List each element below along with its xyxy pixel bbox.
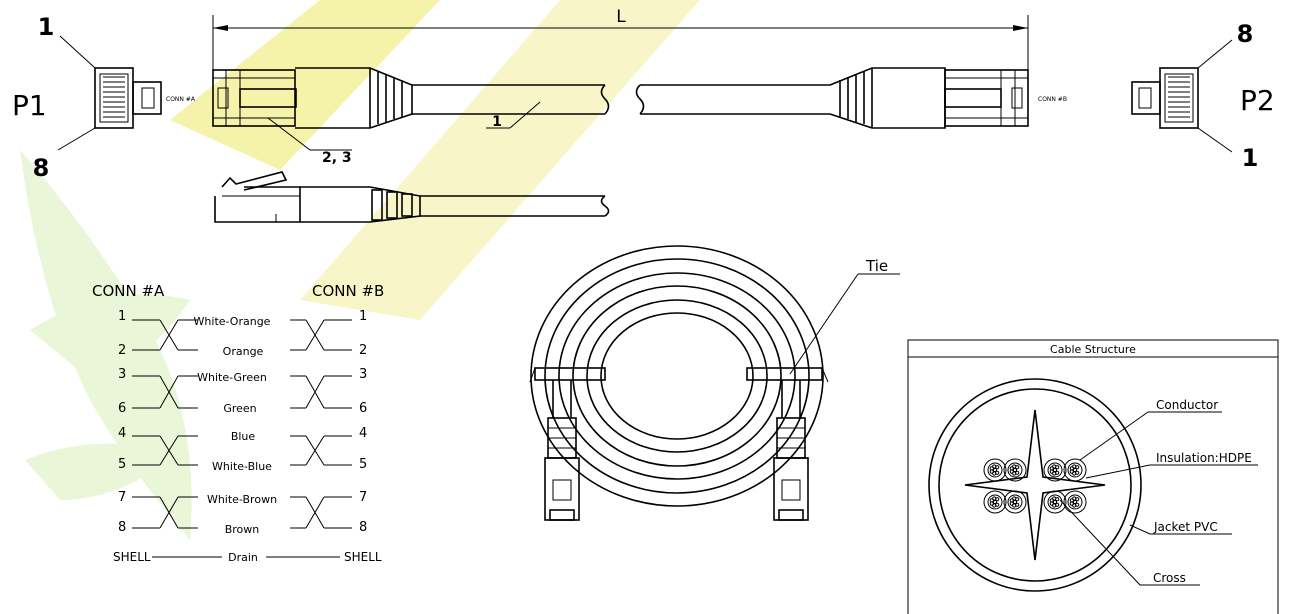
conductor-strand — [995, 465, 1000, 470]
p1-pin-top: 1 — [38, 13, 55, 41]
conductor-strand — [1015, 497, 1020, 502]
insulated-conductor — [1043, 490, 1067, 514]
insulated-conductor — [1003, 458, 1027, 482]
wire-line — [305, 496, 325, 529]
wire-right-pin: 8 — [359, 520, 367, 535]
p2-conn-label: CONN #B — [1038, 96, 1067, 103]
wire-left-pin: 8 — [118, 520, 126, 535]
insulated-conductor — [983, 490, 1007, 514]
conductor-label: Conductor — [1156, 398, 1218, 412]
conductor-core — [1047, 462, 1063, 478]
coiled-cable — [529, 245, 900, 521]
p1-connector-face — [57, 35, 162, 151]
wire-left-pin: 3 — [118, 367, 126, 382]
drain-label: Drain — [228, 551, 258, 564]
conductor-core — [987, 462, 1003, 478]
tie-label: Tie — [865, 257, 888, 275]
wire-right-pin: 1 — [359, 309, 367, 324]
watermark — [20, 0, 700, 540]
callout-plug — [267, 117, 352, 151]
shell-left-label: SHELL — [113, 550, 151, 564]
structure-title: Cable Structure — [1050, 343, 1136, 356]
main-cable-assembly — [212, 67, 1029, 129]
wire-right-pin: 4 — [359, 426, 367, 441]
wire-color-label: Brown — [225, 523, 260, 536]
wire-color-label: White-Green — [197, 371, 267, 384]
callout-cable — [486, 101, 541, 129]
wire-right-pin: 7 — [359, 490, 367, 505]
conductor-strand — [1055, 497, 1060, 502]
p1-conn-label: CONN #A — [166, 96, 196, 103]
wire-color-label: White-Blue — [212, 460, 272, 473]
conductor-core — [1067, 462, 1083, 478]
wire-line — [159, 435, 179, 466]
wire-line — [159, 375, 179, 409]
wire-color-label: Orange — [223, 345, 264, 358]
jacket-label: Jacket PVC — [1153, 520, 1218, 534]
wire-line — [159, 496, 179, 529]
plug-callout-number: 2, 3 — [322, 150, 352, 166]
conductor-core — [1007, 494, 1023, 510]
insulated-conductor — [1063, 490, 1087, 514]
shell-right-label: SHELL — [344, 550, 382, 564]
insulated-conductor — [1063, 458, 1087, 482]
conductor-strand — [1055, 465, 1060, 470]
wire-line — [305, 319, 325, 351]
conductor-core — [1007, 462, 1023, 478]
dimension-line: L — [212, 7, 1029, 72]
p2-pin-top: 8 — [1237, 20, 1254, 48]
insulated-conductor — [983, 458, 1007, 482]
conductor-core — [987, 494, 1003, 510]
wire-left-pin: 4 — [118, 426, 126, 441]
wire-left-pin: 1 — [118, 309, 126, 324]
wire-color-label: White-Orange — [194, 315, 271, 328]
plug-side-view — [214, 171, 610, 223]
insulated-conductor — [1043, 458, 1067, 482]
wiring-header-right: CONN #B — [312, 282, 384, 300]
wire-right-pin: 3 — [359, 367, 367, 382]
p2-connector-face — [1131, 39, 1233, 153]
wire-line — [159, 319, 179, 351]
cross-label: Cross — [1153, 571, 1186, 585]
wire-color-label: Blue — [231, 430, 256, 443]
p1-pin-bottom: 8 — [33, 154, 50, 182]
wire-line — [305, 435, 325, 466]
p1-label: P1 — [12, 89, 47, 122]
wire-left-pin: 2 — [118, 343, 126, 358]
wire-line — [305, 375, 325, 409]
insulation-label: Insulation:HDPE — [1156, 451, 1252, 465]
wire-left-pin: 5 — [118, 457, 126, 472]
wiring-lines — [132, 319, 352, 558]
conductor-strand — [1075, 497, 1080, 502]
cable-structure-panel — [907, 339, 1279, 614]
wire-right-pin: 2 — [359, 343, 367, 358]
conductor-strand — [995, 497, 1000, 502]
insulated-conductor — [1003, 490, 1027, 514]
length-label: L — [616, 7, 626, 27]
p2-label: P2 — [1240, 84, 1275, 117]
wire-left-pin: 6 — [118, 401, 126, 416]
wire-color-label: White-Brown — [207, 493, 277, 506]
conductor-core — [1067, 494, 1083, 510]
wire-right-pin: 5 — [359, 457, 367, 472]
wire-right-pin: 6 — [359, 401, 367, 416]
conductor-strand — [1075, 465, 1080, 470]
wire-left-pin: 7 — [118, 490, 126, 505]
p2-pin-bottom: 1 — [1242, 144, 1259, 172]
wiring-header-left: CONN #A — [92, 282, 165, 300]
cable-callout-number: 1 — [492, 114, 502, 130]
conductor-strand — [1015, 465, 1020, 470]
wire-color-label: Green — [223, 402, 256, 415]
